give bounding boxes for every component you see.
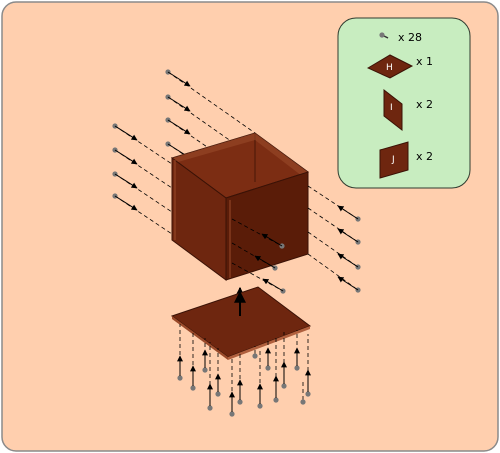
nail-icon xyxy=(265,340,271,371)
nail-icon xyxy=(305,334,311,397)
nail-icon xyxy=(165,117,191,135)
legend-j-count: x 2 xyxy=(416,150,433,163)
panel-i-label: I xyxy=(390,103,393,113)
nail-icon xyxy=(215,348,221,397)
nail-icon xyxy=(190,332,196,391)
nail-icon xyxy=(257,348,263,409)
nail-icon xyxy=(379,32,389,39)
nail-icon xyxy=(262,278,286,294)
panel-j-icon: J xyxy=(379,141,409,179)
nail-icon xyxy=(202,338,208,373)
nail-icon xyxy=(112,171,138,189)
nail-icon xyxy=(261,233,285,249)
right-wall-nails xyxy=(307,185,361,293)
nail-icon xyxy=(112,193,138,211)
legend-i-count: x 2 xyxy=(416,98,433,111)
panel-h-label: H xyxy=(386,63,393,73)
nail-icon xyxy=(252,346,258,359)
left-wall-nails xyxy=(112,69,256,237)
nail-icon xyxy=(229,356,235,417)
nail-icon xyxy=(294,330,300,371)
nail-icon xyxy=(337,205,361,222)
nail-icon xyxy=(165,69,191,87)
nail-icon xyxy=(281,332,287,389)
nail-icon xyxy=(165,94,191,112)
nail-icon xyxy=(177,324,183,381)
nail-icon xyxy=(337,228,361,245)
nail-icon xyxy=(207,342,213,411)
nail-icon xyxy=(300,380,306,405)
nail-icon xyxy=(254,255,278,271)
nail-icon xyxy=(273,336,279,403)
nail-icon xyxy=(337,253,361,270)
panel-h-icon: H xyxy=(366,54,414,79)
panel-i-icon: I xyxy=(383,88,403,132)
nail-icon xyxy=(337,276,361,293)
panel-j-label: J xyxy=(391,155,395,165)
box-assembly xyxy=(170,132,310,281)
base-panel xyxy=(170,286,312,360)
nail-icon xyxy=(112,147,138,165)
nail-icon xyxy=(112,123,138,141)
right-wall-inner-nails xyxy=(231,218,286,294)
base-nails xyxy=(177,324,311,417)
legend-nail-count: x 28 xyxy=(398,31,422,44)
nail-icon xyxy=(237,354,243,405)
legend-h-count: x 1 xyxy=(416,55,433,68)
parts-legend: x 28 H x 1 I x 2 J x 2 xyxy=(337,17,471,189)
